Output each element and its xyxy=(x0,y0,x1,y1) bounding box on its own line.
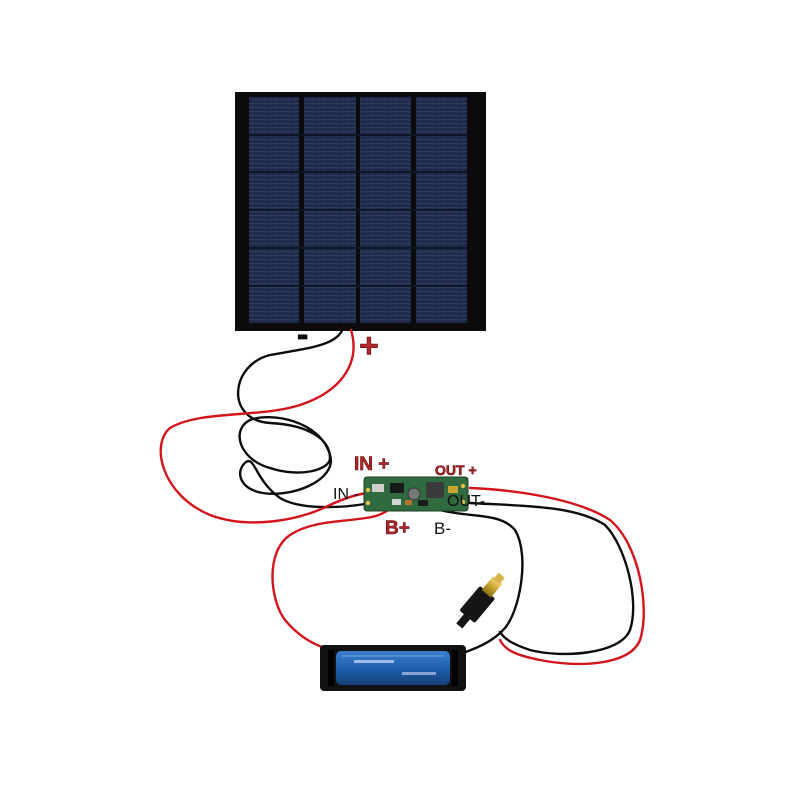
output-negative-wire xyxy=(468,501,635,656)
in-minus-label: IN - xyxy=(333,486,359,503)
solar-panel xyxy=(235,92,486,331)
boost-module-board xyxy=(363,476,469,512)
output-positive-wire xyxy=(468,486,645,666)
panel-positive-wire xyxy=(159,328,370,524)
out-minus-label: OUT- xyxy=(447,493,486,510)
panel-negative-wire xyxy=(236,326,367,509)
battery-negative-wire xyxy=(438,508,524,657)
panel-negative-label: - xyxy=(297,316,309,354)
b-minus-label: B- xyxy=(434,519,451,538)
wires xyxy=(159,326,645,666)
dc-barrel-plug xyxy=(456,572,505,629)
panel-positive-label: + xyxy=(359,327,379,365)
in-plus-label: IN + xyxy=(354,454,390,475)
b-plus-label: B+ xyxy=(385,518,410,539)
battery-cell xyxy=(336,651,450,685)
battery-positive-wire xyxy=(271,508,390,652)
battery-holder xyxy=(320,645,466,691)
out-plus-label: OUT + xyxy=(435,462,477,478)
